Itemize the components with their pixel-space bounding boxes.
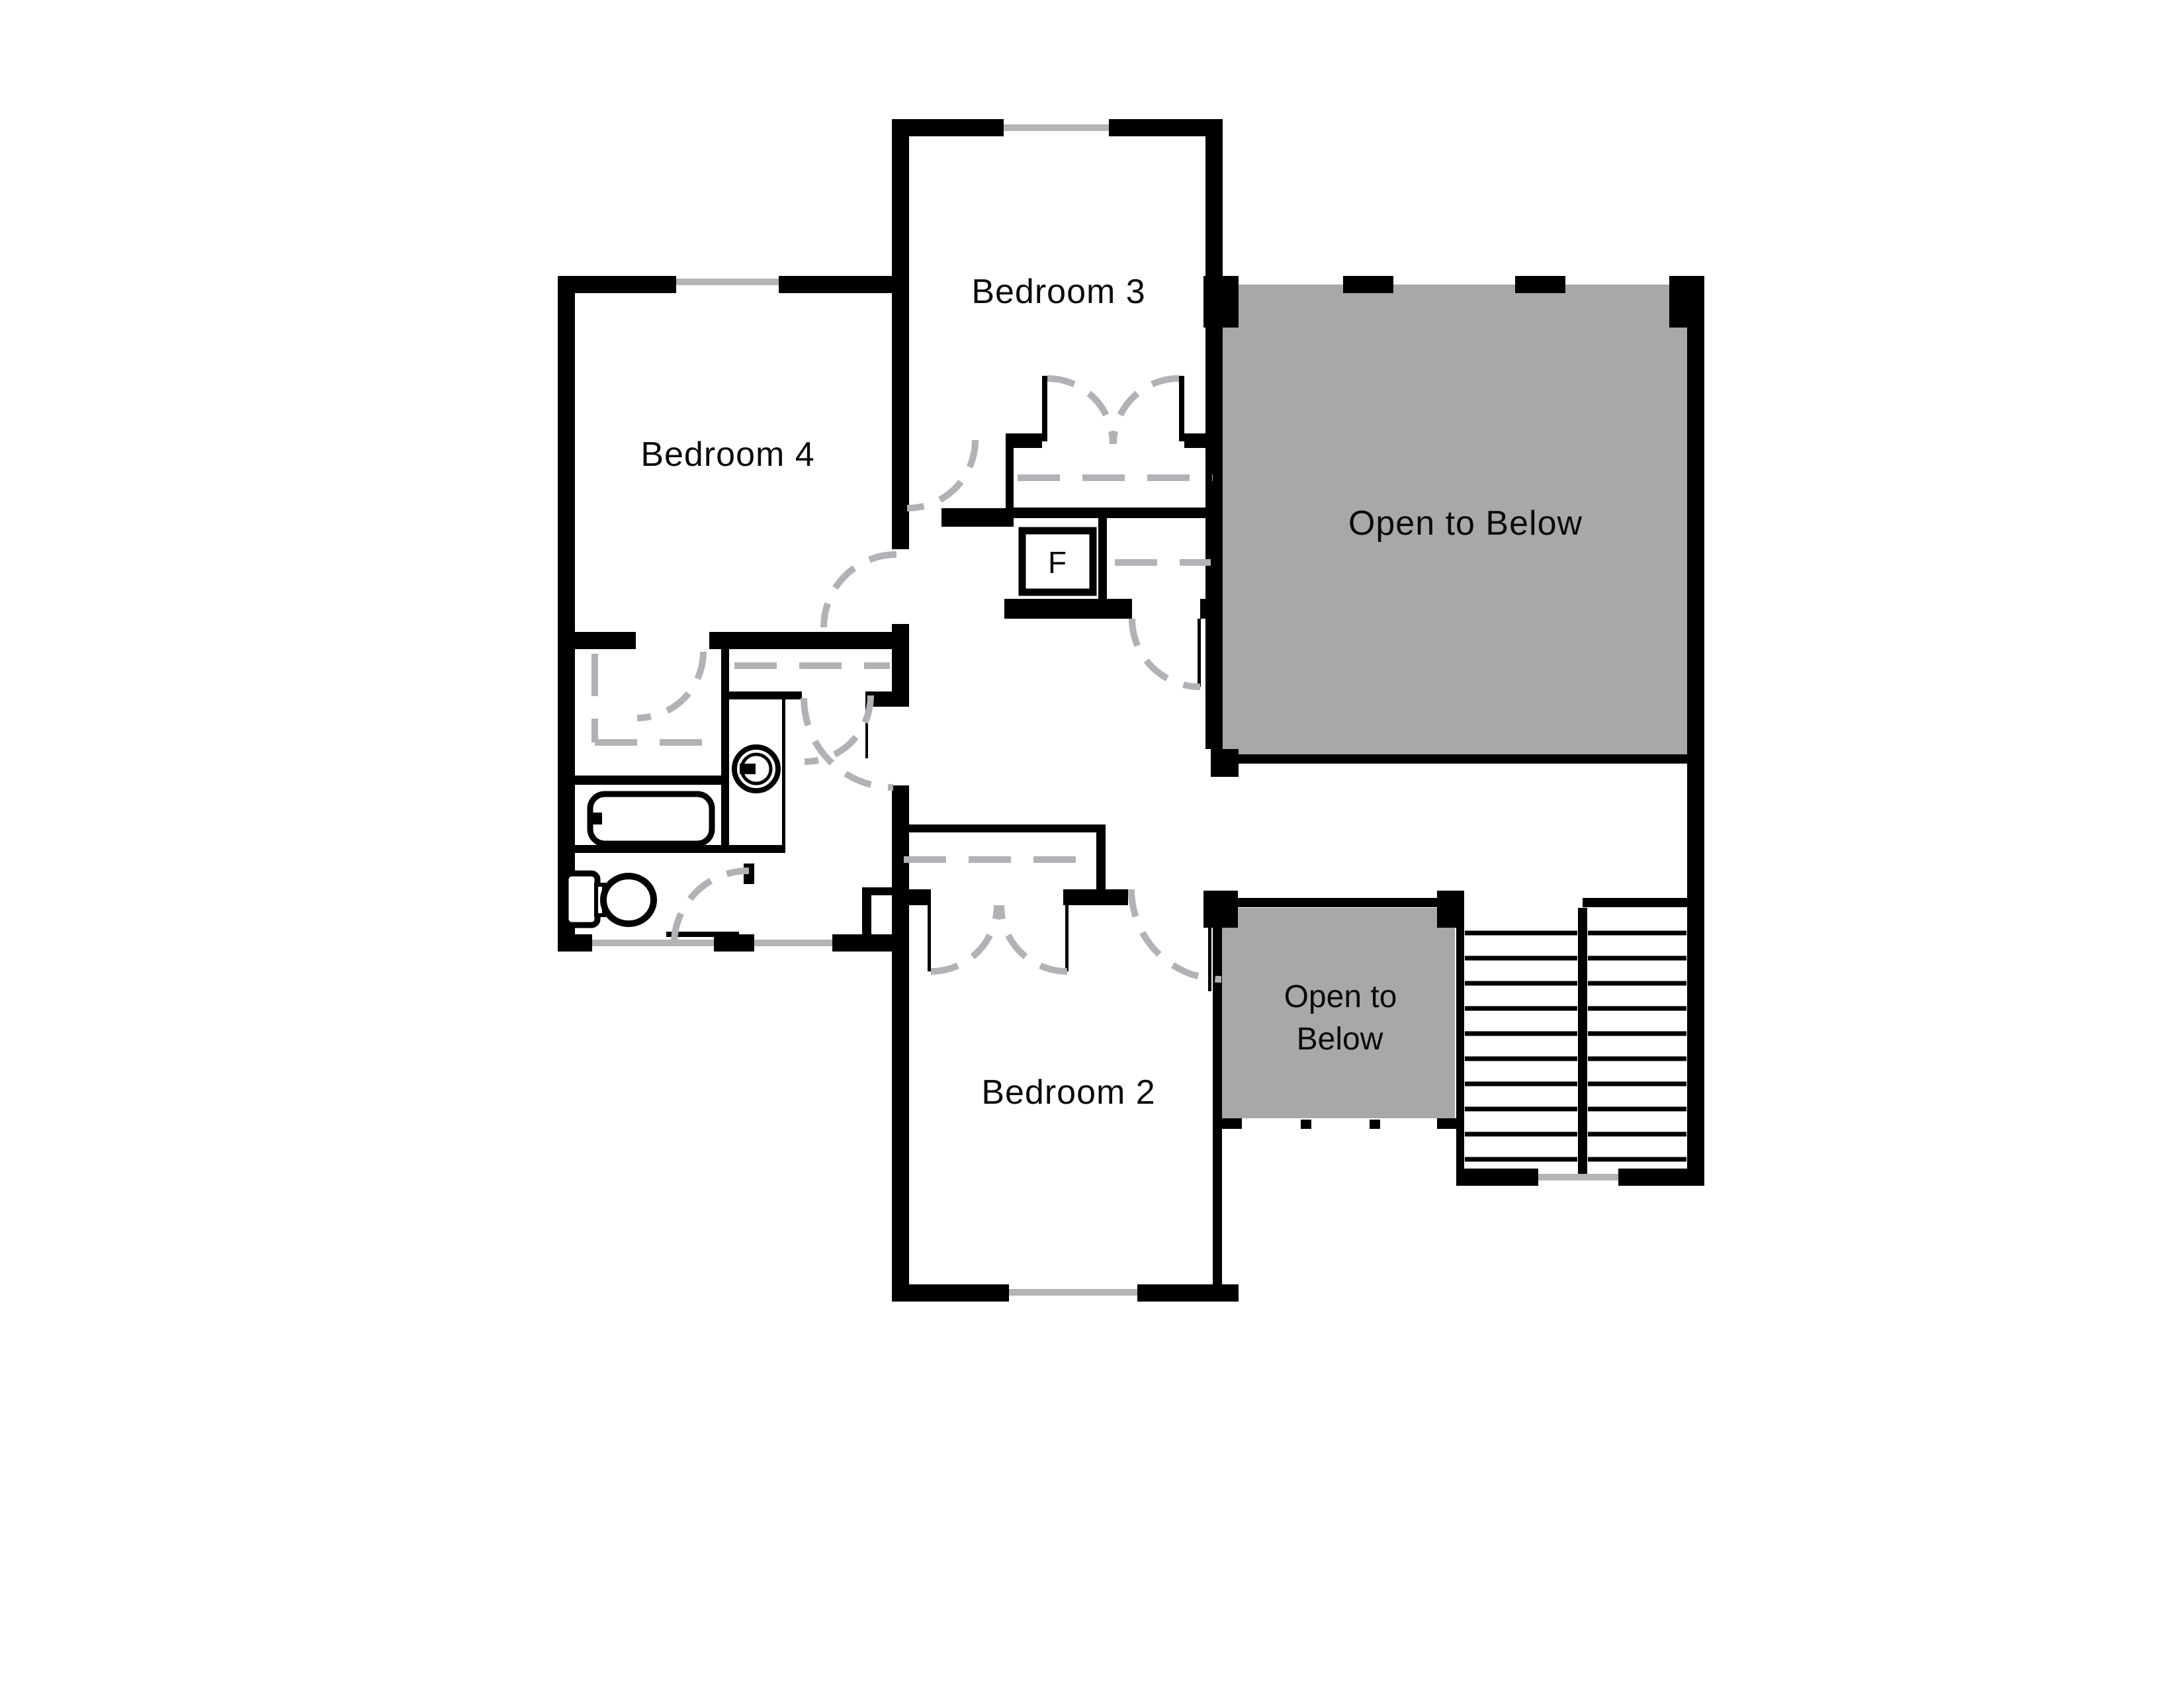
bedroom2-closet-door-swing: [998, 905, 1068, 975]
bedroom3-closet-door-swing: [1047, 375, 1116, 445]
closet-rods: [591, 474, 1213, 863]
walkin-closet-door-swing: [636, 651, 707, 721]
bedroom4-label: Bedroom 4: [640, 435, 814, 474]
bedroom3-door-leaf: [902, 437, 906, 508]
bathtub-faucet-icon: [589, 813, 602, 824]
bedroom2-door-leaf: [1208, 905, 1211, 991]
window-bathroom-1: [592, 940, 714, 946]
bedroom2-closet-door-swing: [930, 905, 1000, 975]
furnace-closet-door-swing: [1129, 618, 1201, 690]
closet-door-leaf: [1065, 905, 1069, 971]
toilet-tank-icon: [562, 870, 601, 928]
furnace-box: [1018, 527, 1097, 596]
bedroom3-label: Bedroom 3: [971, 273, 1145, 311]
closet-door-leaf: [1042, 376, 1047, 441]
window-bedroom3: [1004, 124, 1109, 131]
staircase: [1465, 930, 1686, 1162]
walls: [558, 119, 1704, 1302]
linen-closet-door-swing: [804, 695, 874, 765]
bedroom2-label: Bedroom 2: [981, 1073, 1155, 1112]
closet-door-leaf: [928, 905, 931, 971]
door-swings: [636, 375, 1222, 983]
window-bathroom-2: [754, 940, 832, 946]
window-stair-landing: [1538, 1174, 1618, 1180]
linen-door-leaf: [865, 707, 868, 758]
bedroom4-door-swing: [820, 551, 897, 628]
open-to-below-small-label-line2: Below: [1297, 1022, 1383, 1057]
fixtures: [562, 527, 1097, 928]
furnace-closet-door-leaf: [1198, 619, 1201, 687]
closet-door-leaf: [1179, 376, 1184, 441]
bathtub-icon: [587, 791, 715, 847]
bathroom-door-swing: [671, 867, 750, 941]
sink-faucet-icon: [740, 764, 756, 774]
bathroom-door-leaf: [666, 932, 739, 937]
toilet-bowl-icon: [600, 873, 657, 927]
furnace-label: F: [1048, 545, 1067, 580]
bedroom3-door-swing: [906, 439, 979, 511]
bedroom2-door-swing: [1128, 889, 1222, 983]
open-to-below-small-area: [1222, 908, 1455, 1118]
open-to-below-large-label: Open to Below: [1348, 504, 1583, 543]
hall-door-swing: [801, 697, 894, 791]
open-to-below-large-area: [1223, 285, 1687, 754]
window-bedroom4: [676, 279, 779, 285]
bedroom3-closet-door-swing: [1110, 375, 1180, 445]
window-bedroom2: [1009, 1289, 1137, 1296]
open-to-below-small-label-line1: Open to: [1284, 979, 1397, 1014]
